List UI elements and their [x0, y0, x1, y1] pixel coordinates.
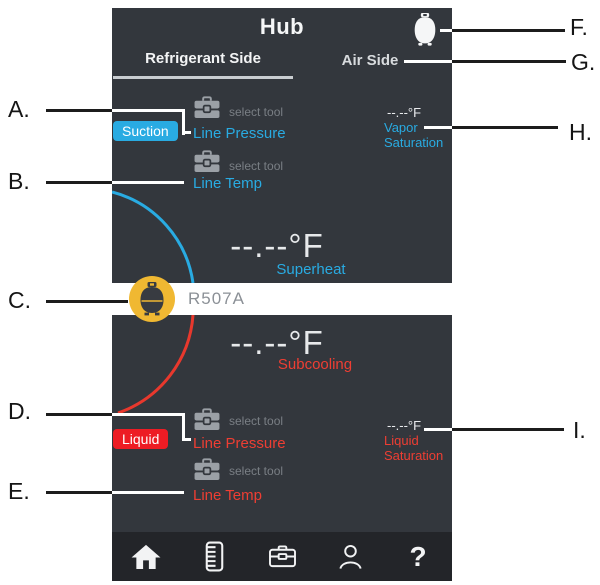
callout-line-c: [46, 300, 128, 303]
toolbox-icon[interactable]: [193, 96, 221, 124]
help-question-mark: ?: [409, 540, 427, 572]
callout-line-d: [182, 438, 191, 441]
refrigerant-name: R507A: [188, 289, 245, 308]
bottom-nav-bar: ?: [112, 532, 452, 581]
vapor-saturation-value: --.--°F: [387, 105, 422, 120]
callout-line-b: [112, 181, 184, 184]
liquid-saturation-readout: --.--°F Liquid Saturation: [384, 418, 458, 463]
callout-letter-i: I.: [573, 417, 586, 443]
select-tool-hint[interactable]: select tool: [229, 414, 284, 428]
hub-app-screen: Hub Refrigerant Side Air Side select too…: [112, 8, 452, 581]
toolbox-icon[interactable]: [262, 537, 302, 577]
liquid-badge: Liquid: [113, 429, 169, 449]
callout-line-g: [404, 60, 452, 63]
callout-line-d: [182, 413, 185, 441]
refrigerant-selector[interactable]: R507A: [112, 276, 452, 322]
vapor-saturation-readout: --.--°F Vapor Saturation: [384, 105, 458, 150]
suction-line-pressure-label: Line Pressure: [193, 125, 286, 142]
callout-line-a: [182, 109, 185, 135]
toolbox-icon[interactable]: [193, 150, 221, 178]
liquid-line-pressure-label: Line Pressure: [193, 435, 286, 452]
callout-line-e: [112, 491, 184, 494]
liquid-line-temp-label: Line Temp: [193, 487, 262, 504]
callout-letter-g: G.: [571, 49, 596, 75]
callout-line-e: [46, 491, 112, 494]
callout-line-d: [46, 413, 112, 416]
subcooling-value: --.--°F: [230, 324, 324, 361]
callout-line-h: [424, 126, 452, 129]
account-icon[interactable]: [330, 537, 370, 577]
toolbox-icon[interactable]: [193, 408, 221, 436]
vapor-saturation-name-line2: Saturation: [384, 135, 444, 150]
callout-line-d: [112, 413, 185, 416]
callout-line-i: [452, 428, 564, 431]
page-title: Hub: [259, 14, 305, 39]
help-icon[interactable]: ?: [398, 537, 438, 577]
callout-letter-b: B.: [8, 168, 30, 194]
callout-line-i: [424, 428, 452, 431]
callout-line-h: [452, 126, 558, 129]
tab-air-side[interactable]: Air Side: [341, 52, 399, 69]
vapor-saturation-name-line1: Vapor: [384, 120, 418, 135]
callout-letter-h: H.: [569, 119, 592, 145]
callout-letter-d: D.: [8, 398, 31, 424]
toolbox-icon[interactable]: [193, 458, 221, 486]
subcooling-label: Subcooling: [277, 356, 353, 373]
callout-letter-a: A.: [8, 96, 30, 122]
callout-line-f: [452, 29, 565, 32]
callout-line-g: [452, 60, 566, 63]
callout-line-a: [46, 109, 112, 112]
suction-line-temp-label: Line Temp: [193, 175, 262, 192]
callout-line-b: [46, 181, 112, 184]
home-icon[interactable]: [126, 537, 166, 577]
refrigerant-tank-icon[interactable]: [413, 13, 437, 46]
active-tab-underline: [113, 76, 293, 79]
callout-line-a: [112, 109, 185, 112]
callout-line-f: [440, 29, 452, 32]
liquid-saturation-name-line2: Saturation: [384, 448, 444, 463]
callout-line-a: [182, 131, 191, 134]
refrigerant-tank-icon: [129, 276, 175, 322]
callout-letter-c: C.: [8, 287, 31, 313]
select-tool-hint[interactable]: select tool: [229, 464, 284, 478]
superheat-value: --.--°F: [230, 227, 324, 264]
superheat-label: Superheat: [276, 261, 346, 278]
select-tool-hint[interactable]: select tool: [229, 105, 284, 119]
callout-letter-f: F.: [570, 14, 588, 40]
callout-letter-e: E.: [8, 478, 30, 504]
suction-badge: Suction: [113, 121, 178, 141]
select-tool-hint[interactable]: select tool: [229, 159, 284, 173]
liquid-saturation-value: --.--°F: [387, 418, 422, 433]
tab-refrigerant-side[interactable]: Refrigerant Side: [145, 50, 261, 67]
liquid-saturation-name-line1: Liquid: [384, 433, 419, 448]
job-log-icon[interactable]: [194, 537, 234, 577]
